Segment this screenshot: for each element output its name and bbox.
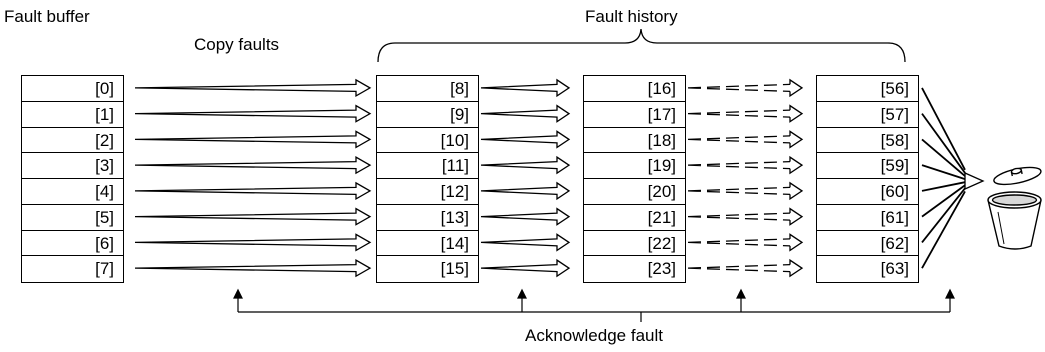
buffer-cell: [3] bbox=[22, 153, 123, 179]
shift-arrow bbox=[134, 156, 372, 175]
shift-arrow bbox=[480, 130, 571, 149]
shift-arrowhead bbox=[789, 104, 804, 123]
history-cell: [62] bbox=[817, 231, 918, 257]
history-cell: [18] bbox=[584, 128, 685, 154]
trash-can-icon bbox=[987, 166, 1042, 250]
shift-arrow bbox=[480, 207, 571, 226]
discard-line bbox=[921, 138, 966, 177]
shift-arrow bbox=[134, 259, 372, 278]
shift-arrow bbox=[687, 186, 791, 196]
history-cell: [12] bbox=[377, 179, 478, 205]
shift-arrow bbox=[480, 78, 571, 98]
discard-line bbox=[921, 187, 966, 243]
history-cell: [61] bbox=[817, 205, 918, 231]
history-cell: [58] bbox=[817, 128, 918, 154]
history-stack-last: [56] [57] [58] [59] [60] [61] [62] [63] bbox=[816, 75, 919, 283]
history-cell: [63] bbox=[880, 259, 909, 279]
discard-line bbox=[921, 87, 966, 171]
history-cell: [21] bbox=[584, 205, 685, 231]
fault-buffer-label: Fault buffer bbox=[4, 7, 90, 26]
shift-arrow bbox=[134, 207, 372, 226]
ack-arrowhead bbox=[945, 288, 955, 299]
shift-arrow bbox=[480, 104, 571, 123]
buffer-cell: [2] bbox=[22, 128, 123, 154]
history-cell: [11] bbox=[377, 153, 478, 179]
history-cell: [60] bbox=[817, 179, 918, 205]
shift-arrow bbox=[134, 130, 372, 149]
buffer-cell: [1] bbox=[22, 102, 123, 128]
history-cell: [15] bbox=[440, 259, 469, 279]
buffer-cell: [7] bbox=[95, 259, 114, 279]
shift-arrowhead bbox=[789, 155, 804, 175]
shift-arrow bbox=[687, 238, 791, 247]
copy-faults-label: Copy faults bbox=[194, 35, 280, 54]
shift-arrowhead bbox=[789, 207, 804, 226]
discard-arrowhead bbox=[964, 171, 985, 191]
shift-arrow bbox=[134, 233, 372, 252]
shift-arrowhead bbox=[789, 181, 804, 201]
buffer-cell: [0] bbox=[22, 76, 123, 102]
discard-line bbox=[921, 184, 966, 218]
fault-history-label: Fault history bbox=[585, 7, 678, 26]
shift-arrow bbox=[687, 161, 791, 170]
history-cell: [57] bbox=[817, 102, 918, 128]
history-stack-1: [8] [9] [10] [11] [12] [13] [14] [15] bbox=[376, 75, 479, 283]
buffer-cell: [5] bbox=[22, 205, 123, 231]
history-cell: [16] bbox=[584, 76, 685, 102]
history-stack-2: [16] [17] [18] [19] [20] [21] [22] [23] bbox=[583, 75, 686, 283]
ack-arrowhead bbox=[517, 288, 527, 299]
ack-arrowhead bbox=[233, 288, 243, 299]
shift-arrow bbox=[480, 181, 571, 201]
acknowledge-fault-connector bbox=[233, 288, 955, 322]
history-cell: [23] bbox=[647, 259, 676, 279]
history-cell: [59] bbox=[817, 153, 918, 179]
acknowledge-fault-label: Acknowledge fault bbox=[525, 326, 663, 345]
history-cell: [20] bbox=[584, 179, 685, 205]
shift-arrow bbox=[687, 135, 791, 144]
shift-arrow bbox=[687, 83, 791, 93]
ack-arrowhead bbox=[736, 288, 746, 299]
discard-line bbox=[921, 113, 966, 174]
shift-arrow bbox=[480, 258, 571, 278]
history-cell: [10] bbox=[377, 128, 478, 154]
discard-line bbox=[921, 191, 966, 269]
history-cell: [13] bbox=[377, 205, 478, 231]
history-cell: [9] bbox=[377, 102, 478, 128]
history-cell: [17] bbox=[584, 102, 685, 128]
fault-buffer-stack: [0] [1] [2] [3] [4] [5] [6] [7] bbox=[21, 75, 124, 283]
shift-arrowhead bbox=[789, 130, 804, 149]
shift-arrowhead bbox=[789, 258, 804, 278]
shift-arrowhead bbox=[789, 233, 804, 252]
discard-line bbox=[921, 181, 966, 192]
history-cell: [56] bbox=[817, 76, 918, 102]
history-shift-arrows bbox=[480, 78, 571, 278]
buffer-cell: [6] bbox=[22, 231, 123, 257]
history-cell: [22] bbox=[584, 231, 685, 257]
copy-faults-arrows bbox=[134, 78, 372, 278]
shift-arrow bbox=[134, 181, 372, 201]
discard-arrows bbox=[921, 87, 985, 269]
shift-arrow bbox=[134, 78, 372, 98]
history-cell: [8] bbox=[377, 76, 478, 102]
shift-arrow bbox=[687, 264, 791, 273]
shift-arrow bbox=[687, 109, 791, 118]
shift-arrowhead bbox=[789, 78, 804, 98]
fault-history-brace bbox=[377, 28, 906, 63]
history-cell: [19] bbox=[584, 153, 685, 179]
buffer-cell: [4] bbox=[22, 179, 123, 205]
shift-arrow bbox=[480, 155, 571, 175]
shift-arrow bbox=[687, 212, 791, 221]
history-shift-dashed-arrows bbox=[687, 78, 804, 278]
shift-arrow bbox=[480, 233, 571, 252]
history-cell: [14] bbox=[377, 231, 478, 257]
shift-arrow bbox=[134, 104, 372, 123]
discard-line bbox=[921, 164, 966, 180]
